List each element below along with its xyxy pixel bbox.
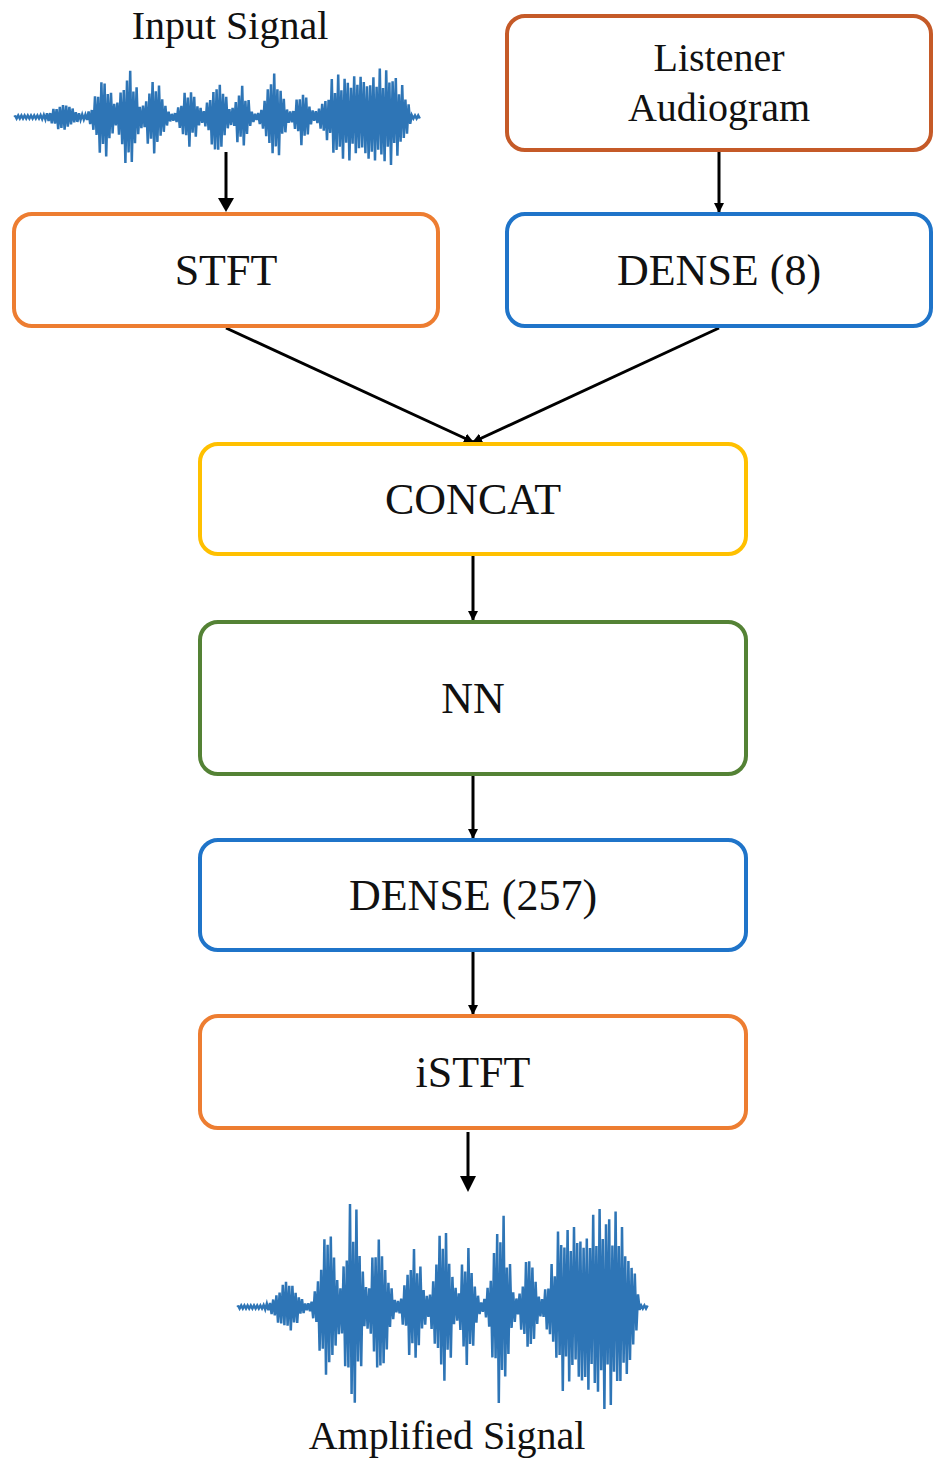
output-waveform (238, 1204, 648, 1409)
process-box: DENSE (257) (198, 838, 748, 952)
arrow-connector (473, 328, 719, 442)
box-label: iSTFT (416, 1045, 531, 1100)
box-label: Listener Audiogram (559, 33, 879, 133)
output-arrow (467, 1132, 470, 1180)
signal-label: Input Signal (132, 2, 329, 49)
arrow-connector (226, 328, 473, 442)
arrow-connector (718, 152, 721, 212)
arrowhead (460, 1176, 476, 1192)
process-box: DENSE (8) (505, 212, 933, 328)
box-label: DENSE (8) (617, 243, 821, 298)
process-box: iSTFT (198, 1014, 748, 1130)
signal-label: Amplified Signal (309, 1412, 586, 1459)
input-arrow (225, 152, 228, 202)
arrow-connector (472, 952, 475, 1014)
process-box: STFT (12, 212, 440, 328)
box-label: STFT (175, 243, 278, 298)
box-label: CONCAT (385, 472, 561, 527)
input-waveform (15, 69, 420, 165)
arrow-connector (472, 776, 475, 838)
process-box: Listener Audiogram (505, 14, 933, 152)
box-label: DENSE (257) (349, 868, 597, 923)
arrowhead (218, 198, 234, 212)
process-box: NN (198, 620, 748, 776)
process-box: CONCAT (198, 442, 748, 556)
box-label: NN (441, 671, 505, 726)
arrow-connector (472, 556, 475, 620)
